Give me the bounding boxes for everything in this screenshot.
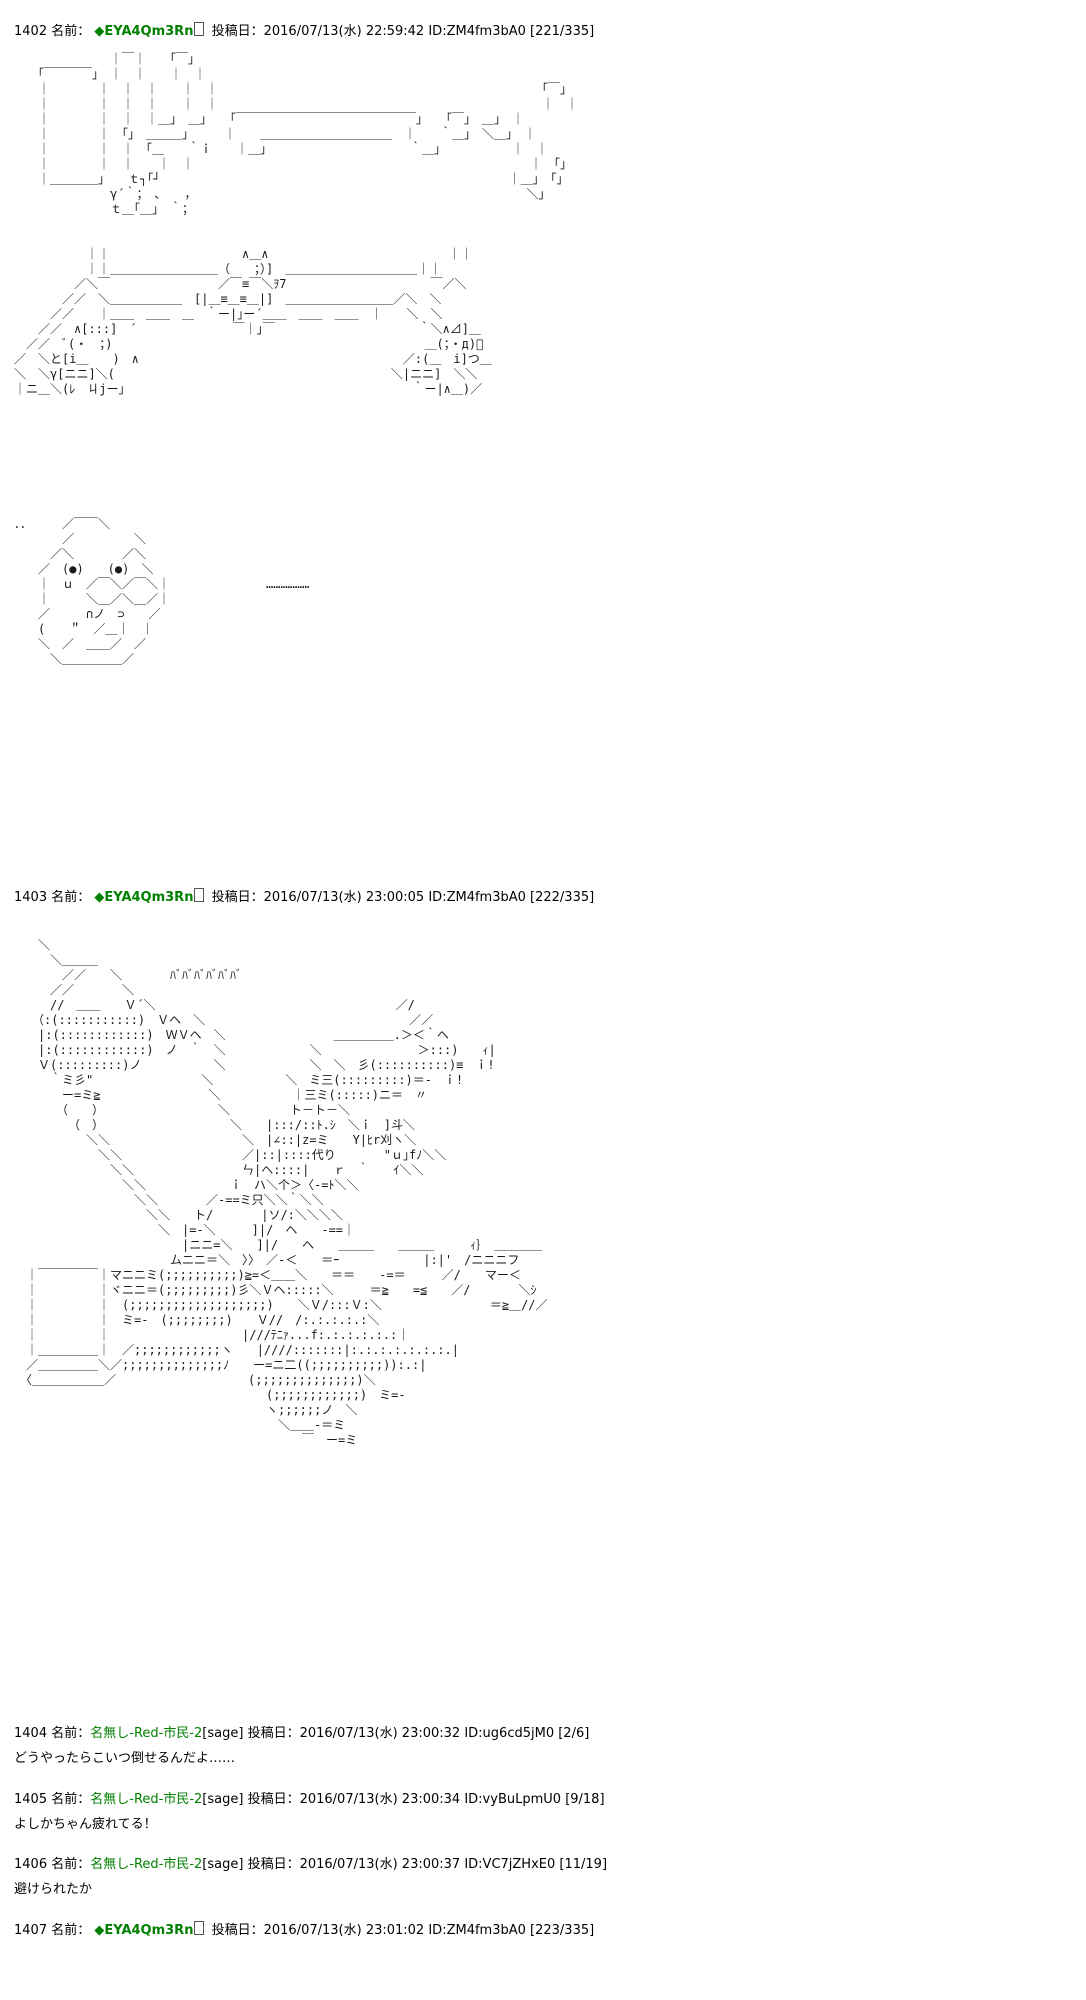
name-label: 名前： — [51, 890, 91, 905]
post-count: [2/6] — [558, 1726, 590, 1741]
name-label: 名前： — [51, 1857, 91, 1872]
tofu-glyph — [194, 1921, 205, 1935]
post-1404: 1404 名前：名無し-Red-市民-2[sage] 投稿日：2016/07/1… — [14, 1722, 589, 1766]
post-date: 2016/07/13(水) 22:59:42 — [263, 24, 425, 39]
post-date: 2016/07/13(水) 23:00:37 — [299, 1857, 461, 1872]
post-number: 1405 — [14, 1792, 48, 1807]
name-label: 名前： — [51, 24, 91, 39]
ascii-art-1403: ＼ ＼＿＿＿ ／／ ＼ ﾊﾞﾊﾞﾊﾞﾊﾞﾊﾞﾊﾞ ／／ ＼ // ＿＿ Ｖ´＼ … — [26, 938, 548, 1447]
post-id: ID:VC7jZHxE0 — [464, 1857, 556, 1872]
date-label: 投稿日： — [247, 1792, 300, 1807]
post-date: 2016/07/13(水) 23:00:34 — [299, 1792, 461, 1807]
name-label: 名前： — [51, 1726, 91, 1741]
post-header-1405: 1405 名前：名無し-Red-市民-2[sage] 投稿日：2016/07/1… — [14, 1788, 605, 1807]
post-id: ID:ZM4fm3bA0 — [428, 24, 526, 39]
post-number: 1404 — [14, 1726, 48, 1741]
poster-name[interactable]: ◆EYA4Qm3Rn — [94, 24, 194, 39]
post-number: 1402 — [14, 24, 48, 39]
post-count: [221/335] — [530, 24, 595, 39]
post-id: ID:ZM4fm3bA0 — [428, 890, 526, 905]
post-date: 2016/07/13(水) 23:00:32 — [299, 1726, 461, 1741]
poster-name[interactable]: 名無し-Red-市民-2 — [90, 1792, 203, 1807]
post-date: 2016/07/13(水) 23:00:05 — [263, 890, 425, 905]
post-id: ID:ZM4fm3bA0 — [428, 1923, 526, 1938]
sage-tag: [sage] — [202, 1857, 244, 1872]
date-label: 投稿日： — [247, 1857, 300, 1872]
post-count: [9/18] — [565, 1792, 605, 1807]
name-label: 名前： — [51, 1792, 91, 1807]
poster-name[interactable]: 名無し-Red-市民-2 — [90, 1857, 203, 1872]
sage-tag: [sage] — [202, 1792, 244, 1807]
post-id: ID:vyBuLpmU0 — [464, 1792, 562, 1807]
post-number: 1407 — [14, 1923, 48, 1938]
post-date: 2016/07/13(水) 23:01:02 — [263, 1923, 425, 1938]
poster-name[interactable]: ◆EYA4Qm3Rn — [94, 1923, 194, 1938]
name-label: 名前： — [51, 1923, 91, 1938]
post-body: 避けられたか — [14, 1882, 93, 1897]
sage-tag: [sage] — [202, 1726, 244, 1741]
date-label: 投稿日： — [211, 890, 264, 905]
poster-name[interactable]: 名無し-Red-市民-2 — [90, 1726, 203, 1741]
post-header-1407: 1407 名前： ◆EYA4Qm3Rn 投稿日：2016/07/13(水) 23… — [14, 1919, 594, 1938]
post-body: どうやったらこいつ倒せるんだよ…… — [14, 1751, 236, 1766]
date-label: 投稿日： — [211, 24, 264, 39]
post-header-1406: 1406 名前：名無し-Red-市民-2[sage] 投稿日：2016/07/1… — [14, 1853, 607, 1872]
post-1406: 1406 名前：名無し-Red-市民-2[sage] 投稿日：2016/07/1… — [14, 1853, 607, 1897]
tofu-glyph — [194, 888, 205, 902]
post-1405: 1405 名前：名無し-Red-市民-2[sage] 投稿日：2016/07/1… — [14, 1788, 605, 1832]
post-count: [223/335] — [530, 1923, 595, 1938]
post-count: [222/335] — [530, 890, 595, 905]
post-id: ID:ug6cd5jM0 — [464, 1726, 555, 1741]
post-header-1402: 1402 名前： ◆EYA4Qm3Rn 投稿日：2016/07/13(水) 22… — [14, 20, 594, 39]
post-body: よしかちゃん疲れてる！ — [14, 1817, 157, 1832]
tofu-glyph — [194, 22, 205, 36]
poster-name[interactable]: ◆EYA4Qm3Rn — [94, 890, 194, 905]
post-number: 1403 — [14, 890, 48, 905]
post-count: [11/19] — [559, 1857, 608, 1872]
post-header-1403: 1403 名前： ◆EYA4Qm3Rn 投稿日：2016/07/13(水) 23… — [14, 886, 594, 905]
date-label: 投稿日： — [247, 1726, 300, 1741]
post-header-1404: 1404 名前：名無し-Red-市民-2[sage] 投稿日：2016/07/1… — [14, 1722, 589, 1741]
post-number: 1406 — [14, 1857, 48, 1872]
date-label: 投稿日： — [211, 1923, 264, 1938]
ascii-art-1402: ｜￣｜ ｢￣｣ ｢￣￣￣￣｣ ｜ ｜ ｜ ｜ ｜ ｜ ｜ ｜ ｜ ｜ ｢￣｣ ｜… — [14, 52, 579, 666]
